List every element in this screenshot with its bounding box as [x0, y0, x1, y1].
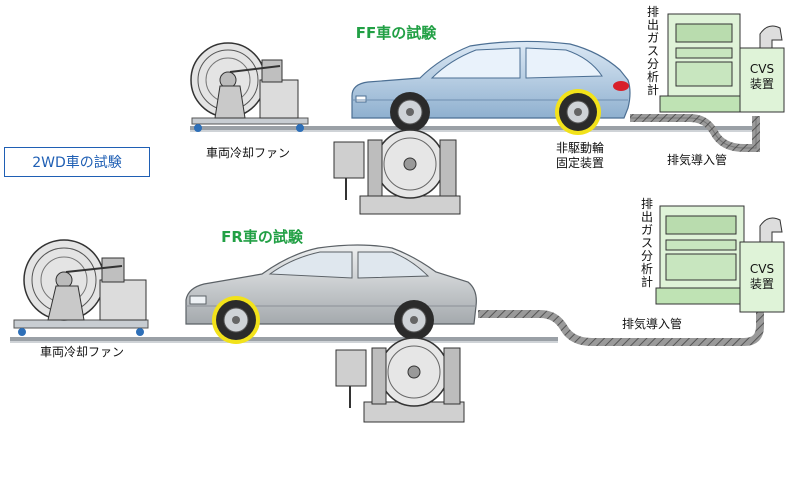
ff-dynamometer [333, 129, 461, 215]
ff-gas-analyzer-icon [659, 13, 749, 113]
ff-floor [190, 126, 760, 130]
fr-gas-analyzer-icon [655, 205, 749, 305]
ff-cooling-fan-icon [190, 42, 309, 132]
fr-section: 車両冷却ファン FR車の試験 [10, 205, 785, 423]
ff-cvs-unit-icon [739, 25, 785, 113]
ff-title: FF車の試験 [356, 24, 437, 42]
ff-analyzer-label: 排出ガス分析計 [646, 5, 659, 97]
fr-pipe-label: 排気導入管 [622, 316, 682, 331]
fr-floor [10, 337, 558, 341]
fr-fan-label: 車両冷却ファン [40, 345, 124, 359]
fr-dynamometer [335, 337, 465, 423]
fr-cvs-label-line1: CVS [749, 262, 775, 276]
ff-exhaust-pipe [630, 114, 760, 152]
fr-cvs-label: CVS 装置 [742, 262, 782, 292]
ff-rear-wheel-fixture [555, 89, 601, 135]
section-badge: 2WD車の試験 [4, 147, 150, 177]
fr-title: FR車の試験 [221, 228, 304, 246]
ff-pipe-label: 排気導入管 [667, 152, 727, 167]
fr-cvs-label-line2: 装置 [749, 277, 774, 291]
ff-cvs-label-line1: CVS [749, 62, 775, 76]
ff-front-wheel [390, 92, 430, 132]
ff-cvs-label-line2: 装置 [749, 77, 774, 91]
ff-fixture-label-2: 固定装置 [556, 155, 604, 170]
ff-cvs-label: CVS 装置 [742, 62, 782, 92]
fr-rear-wheel [394, 300, 434, 340]
fr-cvs-unit-icon [739, 217, 785, 313]
ff-fixture-label-1: 非駆動輪 [556, 140, 604, 155]
ff-section: 車両冷却ファン FF車の試験 非駆動輪 固定装置 [190, 13, 785, 215]
fr-analyzer-label: 排出ガス分析計 [640, 197, 653, 289]
fr-exhaust-pipe [478, 310, 764, 346]
ff-fan-label: 車両冷却ファン [206, 146, 290, 160]
fr-cooling-fan-icon [13, 239, 149, 336]
fr-front-wheel-fixture [212, 296, 260, 344]
